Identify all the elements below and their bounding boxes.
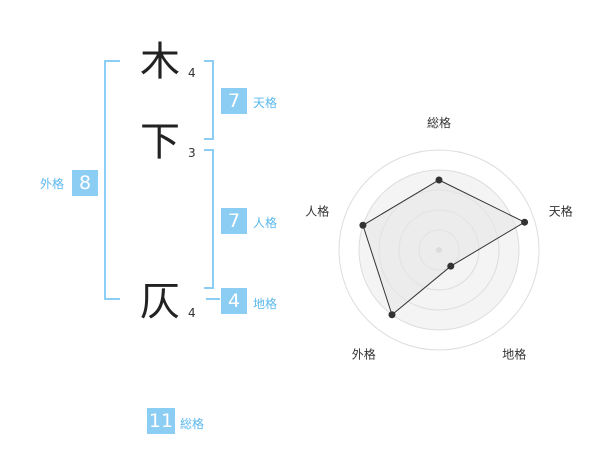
gaikaku-label: 外格 [40,177,65,191]
tenkaku-badge: 7 [221,88,247,114]
radar-axis-label-1: 総格 [427,115,451,130]
soukaku-badge: 11 [147,408,175,434]
radar-point-3 [447,262,455,270]
name-char-3: 仄 [140,279,180,325]
stroke-count-1: 4 [188,66,196,80]
gaikaku-bracket [104,60,120,300]
radar-score-polygon [362,179,526,316]
gaikaku-badge: 8 [72,170,98,196]
name-char-1: 木 [140,39,180,85]
radar-axis-label-3: 地格 [502,347,526,362]
radar-axis-label-4: 外格 [352,347,376,362]
chikaku-label: 地格 [253,297,278,311]
radar-point-2 [521,218,529,226]
radar-point-4 [388,311,396,319]
jinkaku-badge: 7 [221,208,247,234]
chikaku-connector [206,298,220,300]
tenkaku-bracket [204,60,214,140]
stroke-count-3: 4 [188,306,196,320]
chikaku-badge: 4 [221,288,247,314]
tenkaku-label: 天格 [253,96,278,110]
name-char-2: 下 [140,119,180,165]
soukaku-label: 総格 [180,417,205,431]
radar-point-5 [359,221,367,229]
radar-point-1 [435,176,443,184]
radar-axis-label-5: 人格 [305,203,329,218]
jinkaku-label: 人格 [253,216,278,230]
radar-axis-label-2: 天格 [549,203,573,218]
stroke-count-2: 3 [188,146,196,160]
jinkaku-bracket [204,149,214,289]
